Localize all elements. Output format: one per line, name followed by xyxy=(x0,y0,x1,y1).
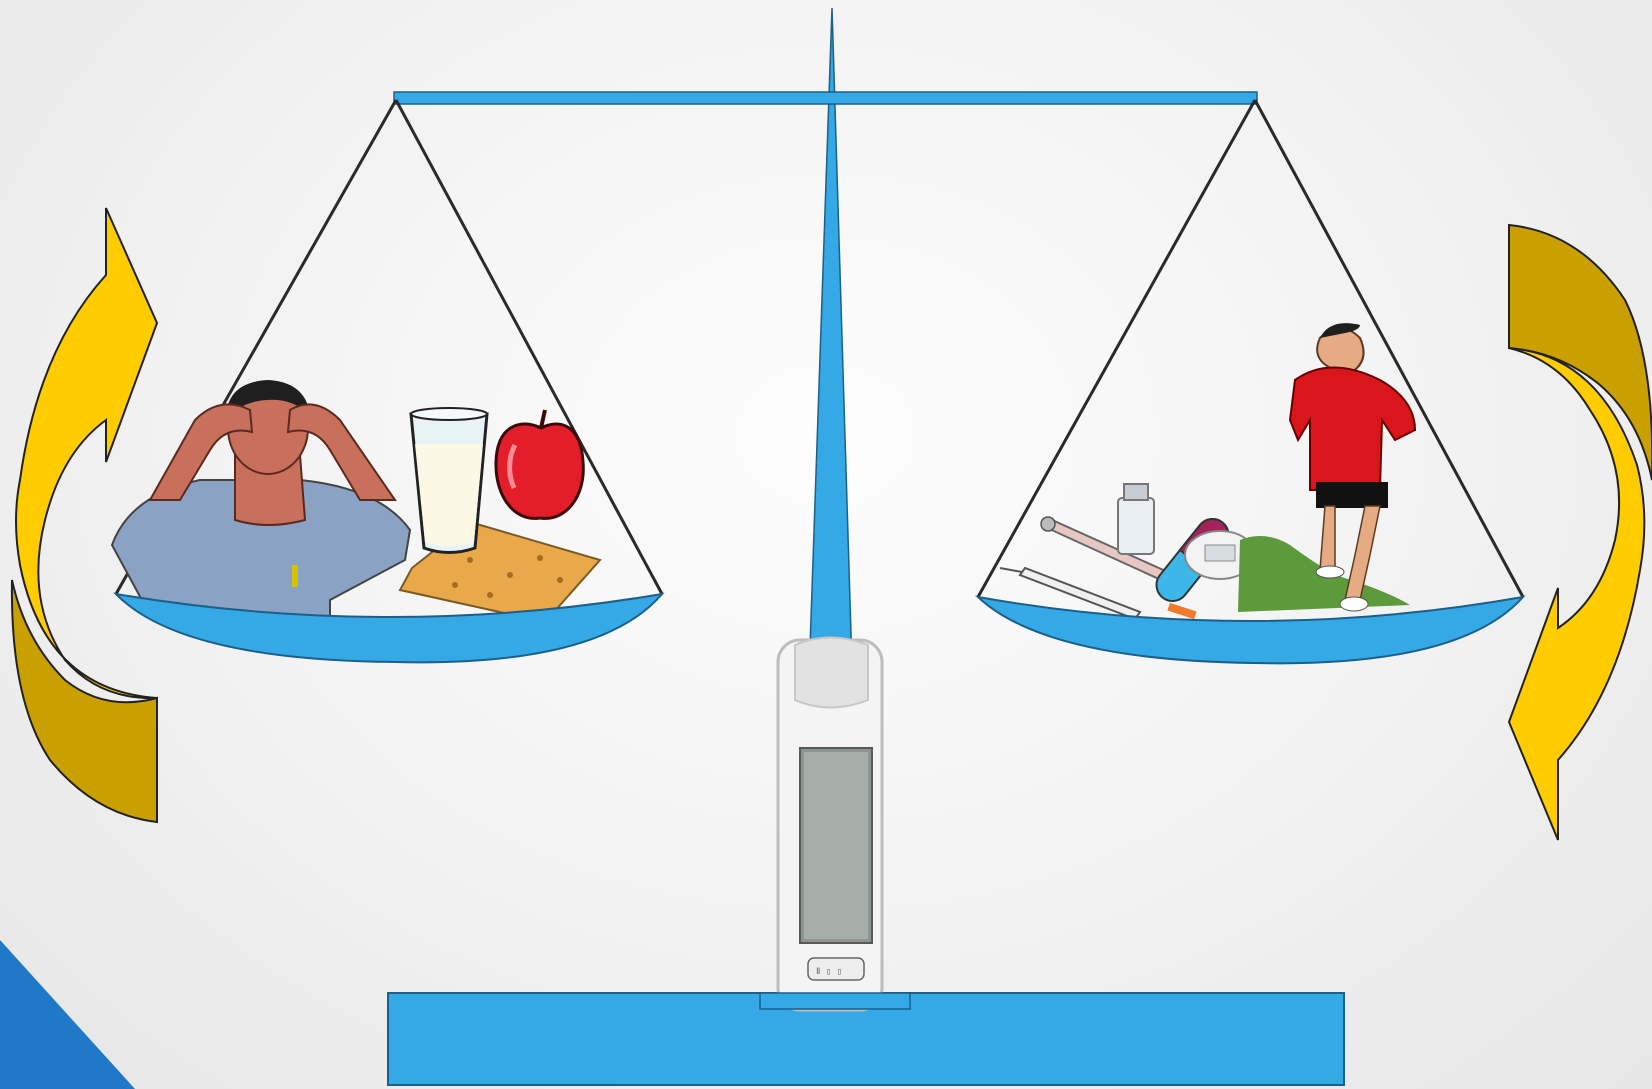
base-collar xyxy=(760,993,910,1009)
center-blood-glucose-meter-icon: Ⅱ ▯ ▯ xyxy=(778,638,882,1011)
svg-text:Ⅱ ▯ ▯: Ⅱ ▯ ▯ xyxy=(816,967,842,977)
scale-beam xyxy=(394,92,1257,104)
medicine-vial-icon xyxy=(1118,484,1154,554)
corner-decoration xyxy=(0,940,135,1089)
curved-arrow-down-icon xyxy=(1509,225,1652,840)
stressed-man-icon xyxy=(112,380,410,630)
glass-of-milk-icon xyxy=(411,408,487,553)
